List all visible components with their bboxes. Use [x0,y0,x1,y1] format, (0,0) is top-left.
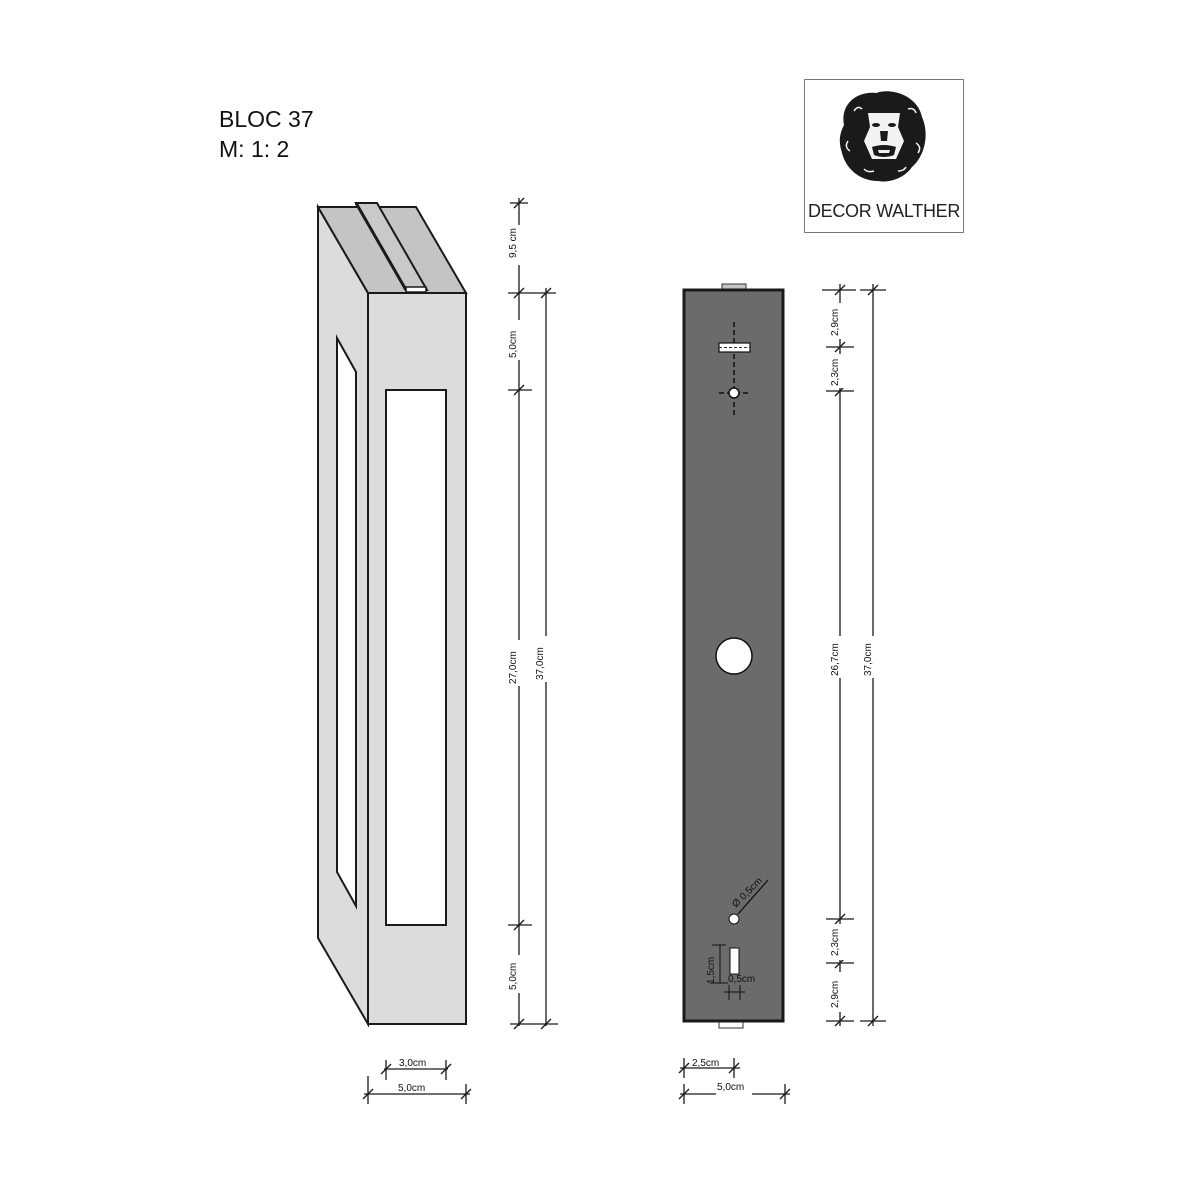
right-horizontal-dimensions [678,1058,791,1104]
dim-top-margin: 2,9cm [830,309,841,336]
dim-bottom-margin: 2,9cm [830,981,841,1008]
dim-half-width: 2,5cm [692,1058,719,1069]
brand-name: DECOR WALTHER [807,201,961,221]
isometric-view [316,202,468,1028]
dim-slot-height: 1,5cm [706,957,717,984]
dim-hole-spacing-bottom: 2,3cm [830,929,841,956]
dim-total-width-left: 5,0cm [398,1083,425,1094]
dim-total-height-left: 37,0cm [535,647,546,680]
dim-top-depth: 9,5 cm [508,228,519,258]
dim-top-offset: 5,0cm [508,331,519,358]
product-name: BLOC 37 [219,106,314,132]
dim-center-span: 26,7cm [830,643,841,676]
lion-head-icon [839,91,926,182]
brand-logo: DECOR WALTHER [804,79,964,233]
dim-hole-spacing-top: 2,3cm [830,359,841,386]
scale-label: M: 1: 2 [219,136,290,162]
dim-window-width: 3,0cm [399,1058,426,1069]
back-plate-view [682,283,785,1029]
dim-window-height: 27,0cm [508,651,519,684]
dim-slot-width: 0,5cm [728,974,755,985]
dim-bottom-offset: 5,0cm [508,963,519,990]
left-horizontal-dimensions [362,1060,472,1104]
drawing-title: BLOC 37 M: 1: 2 [219,104,314,164]
dim-total-height-right: 37,0cm [863,643,874,676]
dim-total-width-right: 5,0cm [717,1082,744,1093]
